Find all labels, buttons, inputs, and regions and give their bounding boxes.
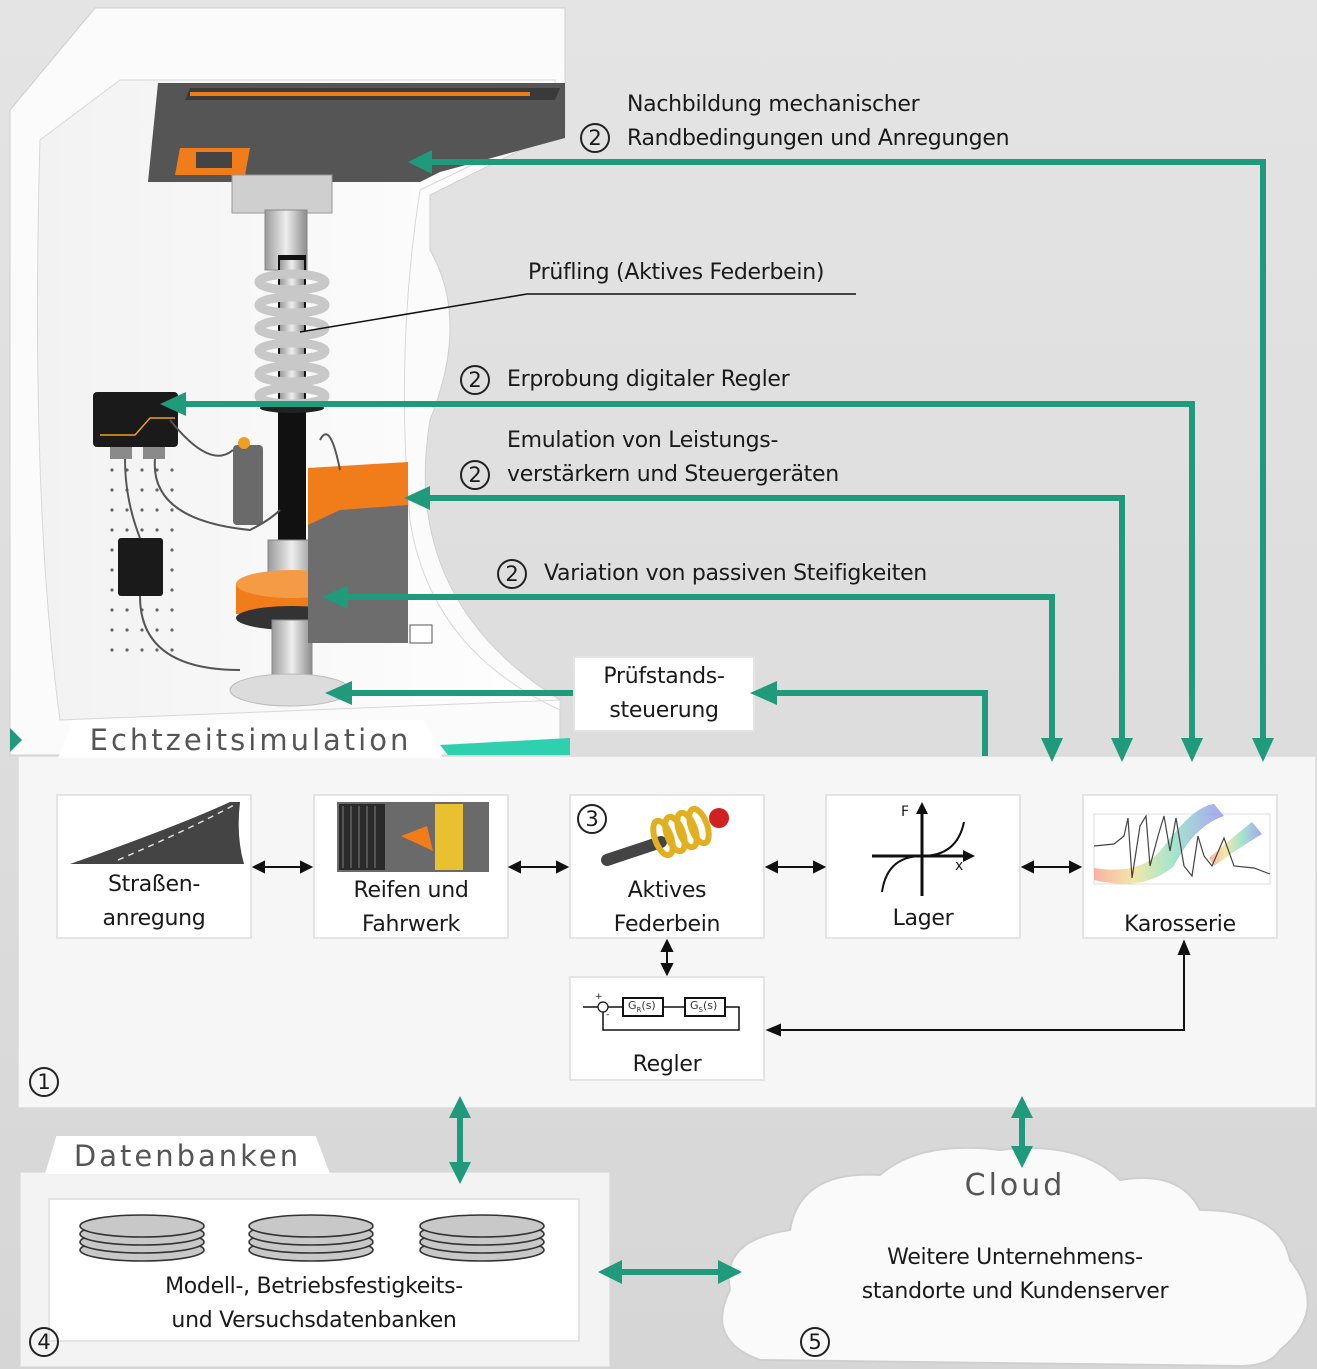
block-aktives-federbein[interactable]: 3 Aktives Federbein [569,794,765,939]
pruefstand-label-line1: Prüfstands- [603,664,725,689]
block-regler[interactable]: GR(s) GS(s) + - Regler [569,976,765,1081]
block-label-line2: Federbein [613,912,721,937]
block-label-line1: Straßen- [108,872,200,897]
frequency-response-icon [1093,804,1271,885]
marker-4: 4 [29,1327,59,1357]
ecu-box [93,392,178,459]
block-karosserie[interactable]: Karosserie [1082,794,1278,939]
block-label-line1: Aktives [627,878,707,903]
block-lager[interactable]: F x Lager [825,794,1021,939]
marker-2: 2 [580,123,610,153]
road-icon [70,802,244,864]
marker-3: 3 [577,804,607,834]
block-label-line1: Lager [892,906,954,931]
database-box: Modell-, Betriebsfestigkeits- und Versuc… [48,1198,580,1342]
block-strassenanregung[interactable]: Straßen- anregung [56,794,252,939]
database-label-line1: Modell-, Betriebsfestigkeits- [165,1274,463,1299]
control-unit [118,538,163,596]
database-label-line2: und Versuchsdatenbanken [171,1308,457,1333]
transfer-gr: GR(s) [628,999,656,1015]
marker-2: 2 [497,559,527,589]
top-mount [231,174,333,214]
marker-5: 5 [800,1327,830,1357]
callout-emulation-line2: verstärkern und Steuergeräten [507,462,839,487]
callout-emulation-line1: Emulation von Leistungs- [507,428,779,453]
tire-chassis-icon [337,802,489,872]
block-label-line2: Fahrwerk [361,912,461,937]
callout-pruefling: Prüfling (Aktives Federbein) [528,260,825,285]
cloud-label-line2: standorte und Kundenserver [861,1279,1169,1304]
block-label-line1: Karosserie [1124,912,1236,937]
cloud-title: Cloud [964,1168,1066,1203]
block-reifen-fahrwerk[interactable]: Reifen und Fahrwerk [313,794,509,939]
callout-mechanical-line2: Randbedingungen und Anregungen [627,126,1010,151]
datenbanken-tab: Datenbanken [45,1136,330,1174]
marker-1: 1 [29,1067,59,1097]
regler-label: Regler [632,1052,702,1077]
block-label-line1: Reifen und [353,878,469,903]
sum-plus: + [595,992,603,1002]
marker-2: 2 [460,365,490,395]
control-loop-icon [583,997,740,1031]
callout-regler: Erprobung digitaler Regler [507,367,790,392]
block-label-line2: anregung [102,906,206,931]
callout-mechanical-line1: Nachbildung mechanischer [627,92,920,117]
cloud-label-line1: Weitere Unternehmens- [887,1245,1143,1270]
sum-minus: - [606,1010,610,1020]
axis-label-x: x [955,858,964,874]
pruefstand-label-line2: steuerung [609,698,719,723]
perforated-board [110,468,174,652]
echtzeitsimulation-tab: Echtzeitsimulation [58,720,443,758]
shock-absorber-icon [601,805,729,866]
base-plate [229,673,351,707]
marker-2: 2 [460,460,490,490]
axis-label-f: F [901,804,910,820]
force-displacement-curve-icon [872,802,975,896]
actuator-plate [148,83,565,182]
pruefstandssteuerung-box: Prüfstands- steuerung [573,656,755,732]
sensor [233,445,263,525]
callout-stiffness: Variation von passiven Steifigkeiten [544,561,927,586]
transfer-gs: GS(s) [690,999,718,1015]
